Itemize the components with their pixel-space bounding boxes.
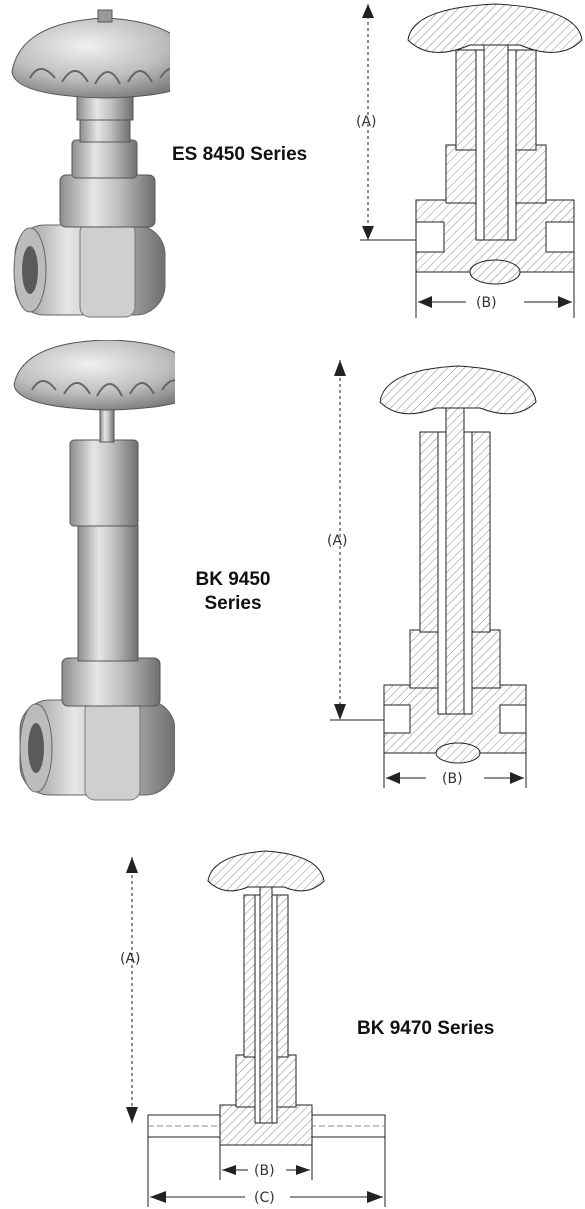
bk-9450-label: BK 9450 Series — [195, 569, 271, 614]
es-8450-cross-section: (A) (B) — [356, 3, 583, 318]
es-8450-section: ES 8450 Series (A) (B) — [0, 0, 585, 330]
es-8450-dim-b: (B) — [476, 295, 497, 311]
section-handwheel — [207, 850, 325, 892]
section-stem — [259, 852, 273, 1124]
section-handwheel — [379, 365, 537, 415]
section-handwheel — [407, 3, 583, 53]
es-8450-dim-a: (A) — [356, 114, 377, 130]
bk-9450-dim-b: (B) — [442, 771, 463, 787]
bk-9450-cross-section: (A) (B) — [327, 360, 537, 788]
es-8450-label: ES 8450 Series — [172, 144, 308, 165]
bk-9470-dim-a: (A) — [120, 951, 141, 967]
bk-9470-dim-b: (B) — [254, 1163, 275, 1179]
bk-9450-dim-a: (A) — [327, 533, 348, 549]
bk-9470-label: BK 9470 Series — [357, 1018, 495, 1039]
bk-9470-cross-section: (A) (B) (C) — [120, 850, 386, 1207]
handwheel — [13, 340, 175, 411]
section-stem — [445, 367, 465, 715]
bk-9450-section: BK 9450 Series (A) (B) — [0, 340, 585, 810]
es-8450-valve-photo — [11, 9, 170, 318]
bk-9450-valve-photo — [13, 340, 175, 801]
section-stem — [483, 9, 509, 241]
extension-tube — [77, 524, 139, 662]
bk-9470-dim-c: (C) — [254, 1190, 275, 1206]
bk-9470-section: (A) (B) (C) BK 9470 Series — [0, 845, 585, 1209]
